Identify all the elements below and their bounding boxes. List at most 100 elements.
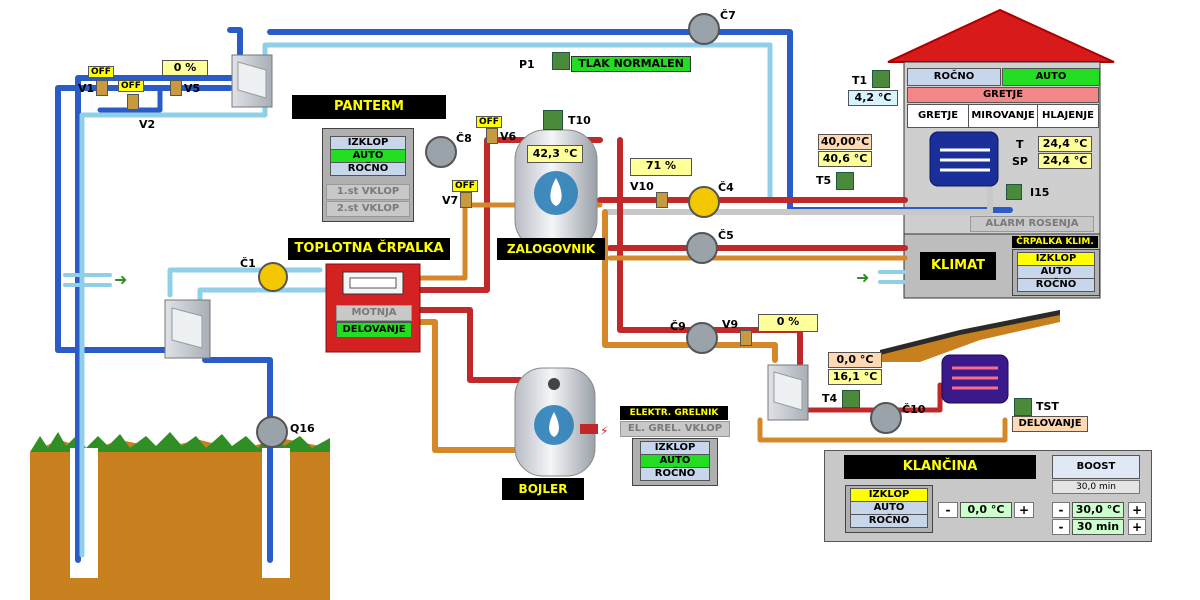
valve-v6-label: V6 [500, 130, 517, 143]
klimat-pump-auto-button[interactable]: AUTO [1017, 265, 1095, 279]
heat-exchanger-well [164, 299, 211, 359]
heater-title: ELEKTR. GRELNIK [620, 406, 728, 420]
t4-temp: 16,1 °C [828, 369, 882, 385]
pump-c7-label: Č7 [720, 9, 736, 22]
valve-v5[interactable] [170, 80, 182, 96]
house-mode-status: GRETJE [907, 87, 1099, 103]
heat-pump-auto-button[interactable]: AUTO [330, 149, 406, 163]
heater-auto-button[interactable]: AUTO [640, 454, 710, 468]
ramp-off-button[interactable]: IZKLOP [850, 488, 928, 502]
sensor-t1-icon [872, 70, 890, 88]
storage-temp: 42,3 °C [527, 145, 583, 163]
valve-v10[interactable] [656, 192, 668, 208]
valve-v10-label: V10 [630, 180, 654, 193]
room-setpoint: 24,4 °C [1038, 153, 1092, 169]
pump-c4[interactable] [688, 186, 720, 218]
ramp-title: KLANČINA [844, 455, 1036, 479]
pump-c5-label: Č5 [718, 229, 734, 242]
ramp-heating-status: DELOVANJE [1012, 416, 1088, 432]
heater-on-button[interactable]: EL. GREL. VKLOP [620, 421, 730, 437]
setpoint-label: SP [1012, 155, 1028, 168]
boost-time-value[interactable]: 30 min [1072, 519, 1124, 535]
valve-v10-value: 71 % [630, 158, 692, 176]
pressure-sensor-icon [552, 52, 570, 70]
heat-exchanger-ramp [767, 364, 809, 421]
heater-manual-button[interactable]: ROČNO [640, 467, 710, 481]
house-auto-button[interactable]: AUTO [1002, 68, 1100, 86]
pump-c10[interactable] [870, 402, 902, 434]
flow-arrow-icon: ➜ [856, 268, 870, 287]
cool-button[interactable]: HLAJENJE [1037, 104, 1099, 128]
pump-c1-label: Č1 [240, 257, 256, 270]
ramp-setpoint-minus-button[interactable]: - [938, 502, 958, 518]
boost-temp-value[interactable]: 30,0 °C [1072, 502, 1124, 518]
ground [30, 432, 330, 600]
outside-temp: 4,2 °C [848, 90, 898, 106]
valve-v1-label: V1 [78, 82, 95, 95]
house-radiator [929, 131, 999, 187]
valve-v2[interactable] [127, 94, 139, 110]
pump-c5[interactable] [686, 232, 718, 264]
sensor-tst-icon [1014, 398, 1032, 416]
lightning-icon: ⚡ [600, 424, 609, 438]
boost-time-plus-button[interactable]: + [1128, 519, 1146, 535]
idle-button[interactable]: MIROVANJE [968, 104, 1038, 128]
pump-c9[interactable] [686, 322, 718, 354]
klimat-pump-title: ČRPALKA KLIM. [1012, 236, 1098, 248]
heat-pump-off-button[interactable]: IZKLOP [330, 136, 406, 150]
pressure-status: TLAK NORMALEN [571, 56, 691, 72]
klimat-pump-manual-button[interactable]: ROČNO [1017, 278, 1095, 292]
sensor-t5-label: T5 [816, 174, 832, 187]
ramp-setpoint-value[interactable]: 0,0 °C [960, 502, 1012, 518]
pump-c4-label: Č4 [718, 181, 734, 194]
valve-v2-label: V2 [139, 118, 156, 131]
heat-pump-title: TOPLOTNA ČRPALKA [288, 238, 450, 260]
pump-c8-label: Č8 [456, 132, 472, 145]
valve-v9-label: V9 [722, 318, 739, 331]
heat-pump-fault-status: MOTNJA [336, 305, 412, 321]
valve-v6-state: OFF [476, 116, 502, 128]
valve-v7-label: V7 [442, 194, 459, 207]
valve-v5-label: V5 [184, 82, 201, 95]
sensor-t1-label: T1 [852, 74, 868, 87]
input-i15-icon [1006, 184, 1022, 200]
valve-v9[interactable] [740, 330, 752, 346]
boiler-title: BOJLER [502, 478, 584, 500]
heater-off-button[interactable]: IZKLOP [640, 441, 710, 455]
ramp-manual-button[interactable]: ROČNO [850, 514, 928, 528]
valve-v1[interactable] [96, 80, 108, 96]
ramp-setpoint-plus-button[interactable]: + [1014, 502, 1034, 518]
boost-button[interactable]: BOOST [1052, 455, 1140, 479]
sensor-t10-label: T10 [568, 114, 591, 127]
pump-c8[interactable] [425, 136, 457, 168]
boost-temp-plus-button[interactable]: + [1128, 502, 1146, 518]
valve-v1-state: OFF [88, 66, 114, 78]
klimat-pump-off-button[interactable]: IZKLOP [1017, 252, 1095, 266]
t4-setpoint: 0,0 °C [828, 352, 882, 368]
stage2-on-button[interactable]: 2.st VKLOP [326, 201, 410, 217]
pump-q16[interactable] [256, 416, 288, 448]
pump-c9-label: Č9 [670, 320, 686, 333]
heat-pump-manual-button[interactable]: ROČNO [330, 162, 406, 176]
pump-c1[interactable] [258, 262, 288, 292]
klimat-title: KLIMAT [920, 252, 996, 280]
boost-time-minus-button[interactable]: - [1052, 519, 1070, 535]
boost-temp-minus-button[interactable]: - [1052, 502, 1070, 518]
heat-exchanger-panterm [231, 54, 273, 108]
sensor-tst-label: TST [1036, 400, 1059, 413]
sensor-t5-icon [836, 172, 854, 190]
flow-arrow-icon: ➜ [114, 270, 128, 289]
heat-button[interactable]: GRETJE [907, 104, 969, 128]
valve-v9-value: 0 % [758, 314, 818, 332]
heat-pump-running-status: DELOVANJE [336, 322, 412, 338]
valve-v7[interactable] [460, 192, 472, 208]
ramp-auto-button[interactable]: AUTO [850, 501, 928, 515]
stage1-on-button[interactable]: 1.st VKLOP [326, 184, 410, 200]
sensor-t4-icon [842, 390, 860, 408]
pressure-label: P1 [519, 58, 535, 71]
input-i15-label: I15 [1030, 186, 1050, 199]
valve-v6[interactable] [486, 128, 498, 144]
house-manual-button[interactable]: ROČNO [907, 68, 1001, 86]
pump-c7[interactable] [688, 13, 720, 45]
valve-v2-state: OFF [118, 80, 144, 92]
